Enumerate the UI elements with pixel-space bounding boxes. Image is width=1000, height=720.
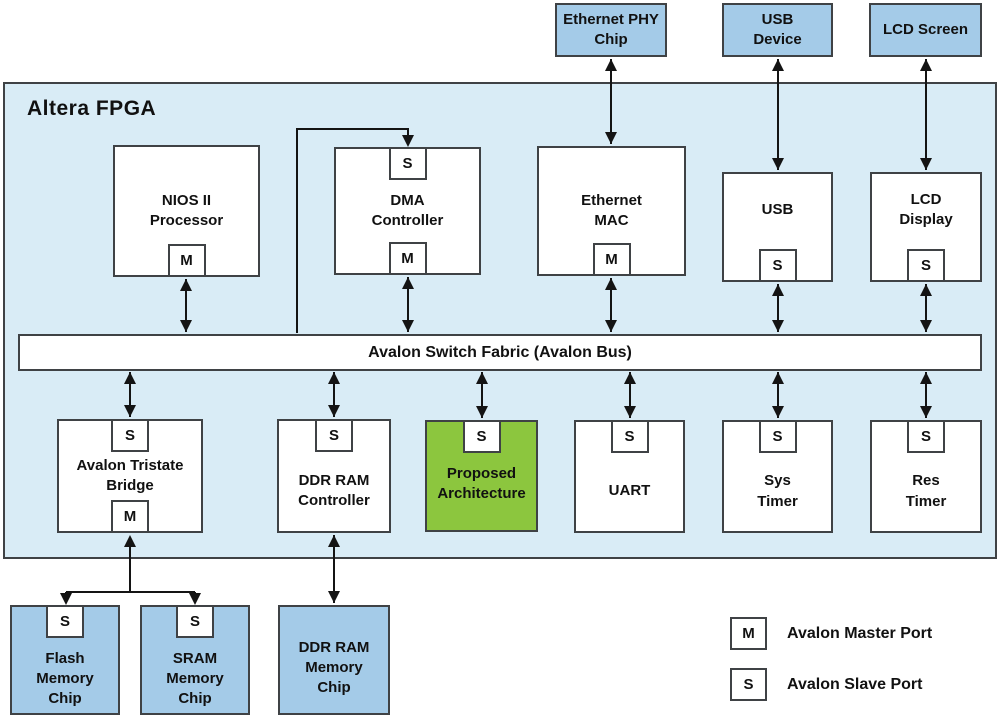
sys-timer-block: Sys Timer S [722,420,833,533]
fpga-region-label: Altera FPGA [27,97,157,120]
sys-timer-label: Sys Timer [757,472,798,510]
lcd-screen-block: LCD Screen [869,3,982,57]
sram-memory-slave-port: S [176,605,214,638]
legend-master-symbol: M [730,617,767,650]
ddr-ram-controller-slave-port: S [315,419,353,452]
usb-label: USB [761,200,794,218]
tristate-bridge-slave-port: S [111,419,149,452]
legend-slave-symbol: S [730,668,767,701]
ethernet-mac-master-port: M [592,243,631,276]
sram-memory-chip-block: SRAM Memory Chip S [140,605,250,715]
ddr-ram-memory-chip-label: DDR RAM Memory Chip [298,638,370,697]
lcd-display-label: LCD Display [899,190,953,228]
usb-block: USB S [722,172,833,282]
flash-memory-slave-port: S [46,605,84,638]
res-timer-label: Res Timer [905,472,947,510]
ethernet-phy-chip-label: Ethernet PHY Chip [563,10,659,48]
lcd-display-block: LCD Display S [870,172,982,282]
proposed-architecture-slave-port: S [462,420,501,453]
avalon-bus-label: Avalon Switch Fabric (Avalon Bus) [368,343,632,361]
avalon-tristate-bridge-block: Avalon Tristate Bridge S M [57,419,203,533]
usb-device-label: USB Device [753,10,802,48]
usb-device-block: USB Device [722,3,833,57]
ethernet-phy-chip-block: Ethernet PHY Chip [555,3,667,57]
avalon-tristate-bridge-label: Avalon Tristate Bridge [76,456,184,494]
nios-master-port: M [167,244,206,277]
sram-memory-chip-label: SRAM Memory Chip [166,649,224,708]
legend-slave-label: Avalon Slave Port [787,676,923,693]
nios-processor-block: NIOS II Processor M [113,145,260,277]
dma-controller-label: DMA Controller [371,191,444,229]
lcd-screen-label: LCD Screen [882,20,969,38]
legend-master-label: Avalon Master Port [787,625,933,642]
proposed-architecture-block: Proposed Architecture S [425,420,538,532]
flash-memory-chip-label: Flash Memory Chip [36,649,94,708]
nios-processor-label: NIOS II Processor [149,191,224,229]
res-timer-block: Res Timer S [870,420,982,533]
ddr-ram-controller-label: DDR RAM Controller [298,471,370,509]
sys-timer-slave-port: S [758,420,797,453]
tristate-bridge-master-port: M [111,500,149,533]
proposed-architecture-label: Proposed Architecture [437,464,526,502]
uart-slave-port: S [610,420,649,453]
ddr-ram-controller-block: DDR RAM Controller S [277,419,391,533]
flash-memory-chip-block: Flash Memory Chip S [10,605,120,715]
ddr-ram-memory-chip-block: DDR RAM Memory Chip [278,605,390,715]
avalon-switch-fabric-bus: Avalon Switch Fabric (Avalon Bus) [18,334,982,371]
ethernet-mac-block: Ethernet MAC M [537,146,686,276]
ethernet-mac-label: Ethernet MAC [581,191,642,229]
lcd-display-slave-port: S [907,249,945,282]
usb-slave-port: S [758,249,797,282]
dma-slave-port: S [388,147,427,180]
uart-block: UART S [574,420,685,533]
dma-master-port: M [388,242,427,275]
res-timer-slave-port: S [907,420,945,453]
dma-controller-block: DMA Controller S M [334,147,481,275]
uart-label: UART [608,482,651,500]
